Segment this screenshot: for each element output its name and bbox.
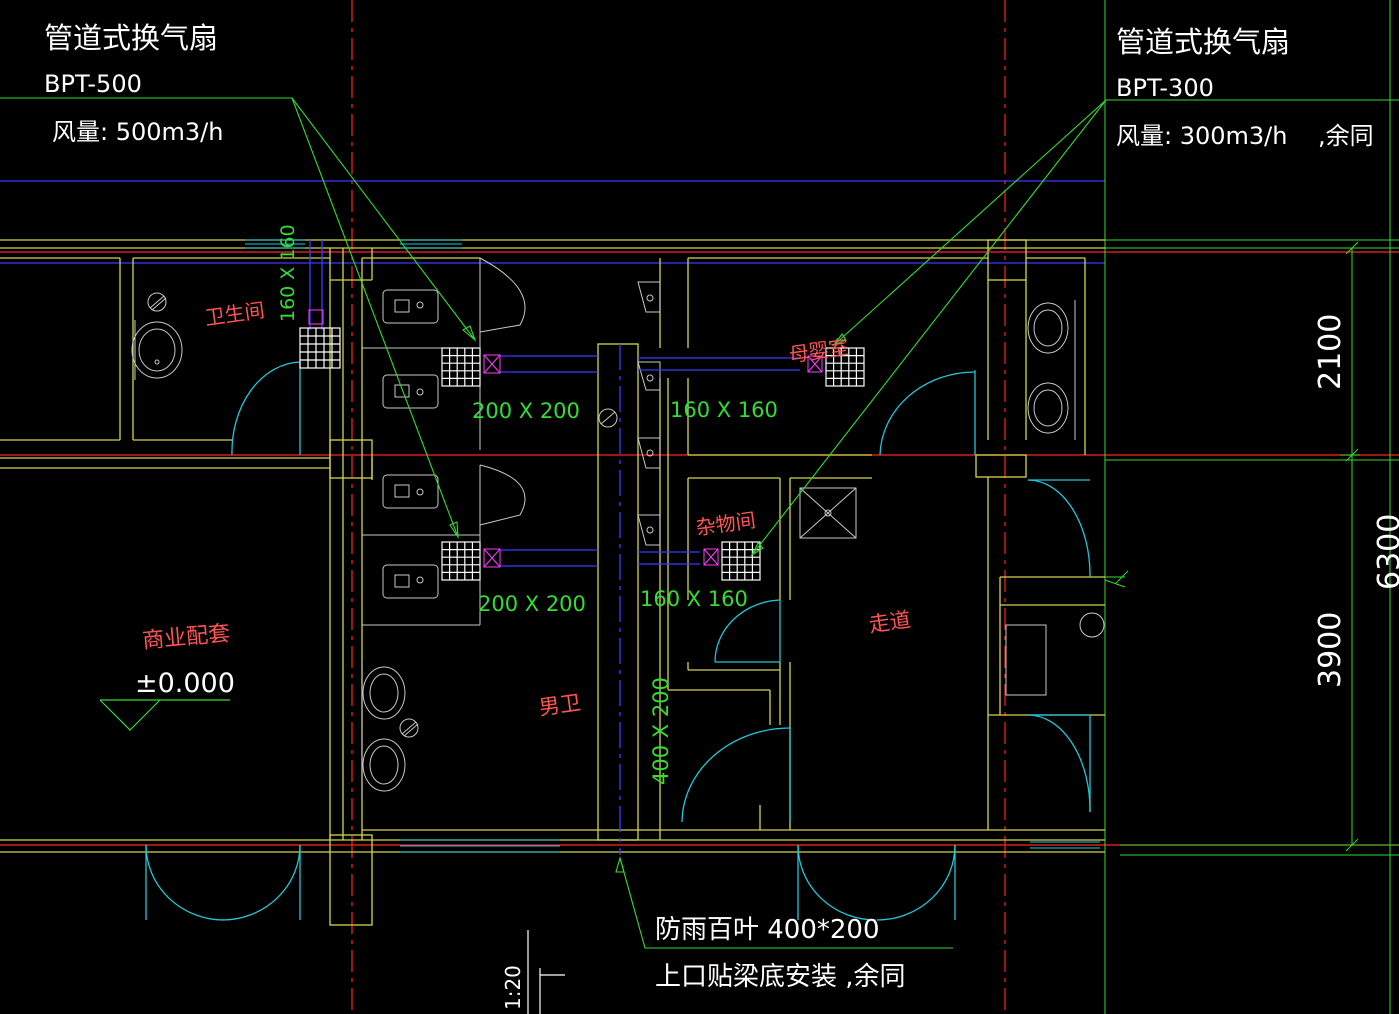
elevation-label: ±0.000 (135, 668, 235, 699)
fan-left-airflow: 风量: 500m3/h (52, 118, 223, 146)
floor-drain-2 (399, 718, 419, 738)
doors (145, 361, 1091, 921)
fan-left-title: 管道式换气扇 (44, 21, 218, 55)
urinal-1 (637, 281, 661, 313)
dimension-3900: 3900 (1313, 612, 1348, 688)
windows (245, 239, 1100, 853)
washbasin-2 (362, 666, 406, 720)
duct-size-400-vertical: 400 X 200 (649, 677, 673, 785)
ducts (309, 240, 800, 855)
floor-drain-3 (598, 408, 618, 428)
squat-toilet-2 (382, 374, 439, 409)
beam-lines (0, 180, 1105, 264)
fan-right-title: 管道式换气扇 (1116, 25, 1290, 59)
leader-arrows (449, 325, 847, 873)
dimension-6300: 6300 (1372, 514, 1399, 590)
urinal-2 (637, 361, 661, 391)
fan-right-same-note: ,余同 (1318, 122, 1374, 150)
dimension-2100: 2100 (1313, 314, 1348, 390)
leader-lines (0, 97, 1399, 949)
squat-toilet-1 (382, 289, 439, 324)
duct-size-200-upper: 200 X 200 (472, 399, 580, 423)
louver-note-line1: 防雨百叶 400*200 (655, 915, 880, 945)
room-storage-label: 杂物间 (694, 508, 757, 540)
level-marker (99, 699, 230, 731)
room-commercial-label: 商业配套 (141, 621, 231, 654)
duct-size-160-upper: 160 X 160 (670, 398, 778, 422)
dimension-lines (1104, 241, 1360, 852)
louver-note-line2: 上口贴梁底安装 ,余同 (655, 962, 906, 992)
washbasin-5 (1027, 382, 1069, 434)
slope-label: 1:20 (501, 965, 525, 1010)
walls (0, 239, 1105, 926)
mop-sink (799, 487, 857, 539)
fan-grille-1 (299, 327, 341, 369)
washbasin-3 (362, 738, 406, 792)
slope-marker (527, 930, 565, 1014)
frame-lines (1104, 0, 1399, 1014)
washbasin-1 (131, 321, 183, 379)
floor-drain-1 (147, 292, 167, 312)
fan-grilles (299, 327, 865, 581)
urinal-4 (637, 514, 661, 546)
duct-size-160-lower: 160 X 160 (640, 587, 748, 611)
room-corridor-label: 走道 (867, 607, 912, 637)
fan-grille-3 (825, 347, 865, 387)
fan-right-airflow: 风量: 300m3/h (1116, 122, 1287, 150)
duct-connectors (308, 309, 823, 568)
room-washroom-label: 卫生间 (203, 298, 266, 330)
duct-size-160-vertical: 160 X 160 (277, 224, 299, 322)
squat-toilet-3 (382, 474, 439, 509)
fan-right-model: BPT-300 (1116, 74, 1214, 102)
washbasin-4 (1027, 302, 1069, 354)
fan-grille-5 (721, 541, 761, 581)
fixtures (131, 257, 1105, 800)
urinal-3 (637, 437, 661, 469)
duct-size-200-lower: 200 X 200 (478, 592, 586, 616)
fan-grille-2 (441, 347, 481, 387)
fan-grille-4 (441, 541, 481, 581)
fan-left-model: BPT-500 (44, 70, 142, 98)
room-mens-label: 男卫 (537, 690, 582, 720)
squat-toilet-4 (382, 564, 439, 599)
